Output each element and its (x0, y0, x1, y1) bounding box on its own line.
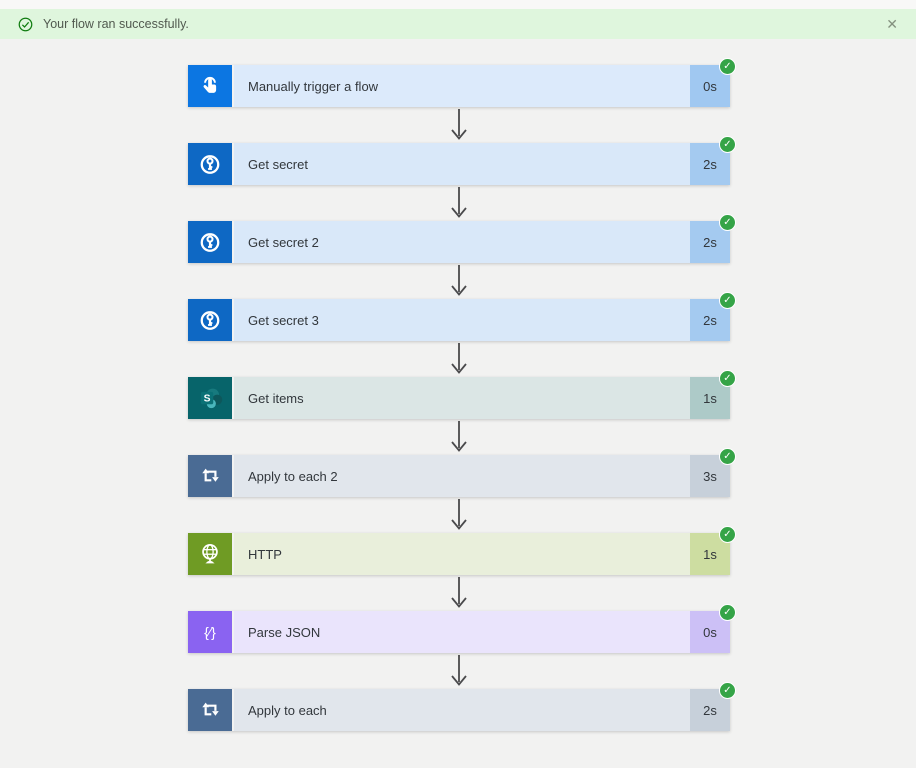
step-body: Apply to each (234, 689, 690, 731)
step-duration: 1s (690, 377, 730, 419)
close-icon[interactable]: ✕ (886, 16, 898, 32)
manual-trigger-icon (188, 65, 232, 107)
sharepoint-icon (188, 377, 232, 419)
flow-steps: Manually trigger a flow 0s ✓ Get secret … (188, 58, 736, 731)
key-vault-icon (188, 299, 232, 341)
status-succeeded-badge: ✓ (719, 370, 736, 387)
down-arrow-icon (447, 107, 471, 143)
step-duration: 2s (690, 221, 730, 263)
down-arrow-icon (447, 263, 471, 299)
connector-arrow (188, 497, 730, 533)
step-body: Get secret 2 (234, 221, 690, 263)
flow-step-card[interactable]: Get secret 2s ✓ (188, 136, 736, 185)
step-body: HTTP (234, 533, 690, 575)
apply-to-each-icon (188, 689, 232, 731)
status-succeeded-badge: ✓ (719, 58, 736, 75)
step-title: Get secret 2 (248, 234, 319, 250)
step-body: Get secret (234, 143, 690, 185)
key-vault-icon (188, 143, 232, 185)
apply-to-each-icon (188, 455, 232, 497)
down-arrow-icon (447, 341, 471, 377)
step-title: Parse JSON (248, 624, 321, 640)
flow-step-card[interactable]: Get secret 3 2s ✓ (188, 292, 736, 341)
step-body: Manually trigger a flow (234, 65, 690, 107)
top-strip (0, 0, 916, 9)
flow-step-card[interactable]: Parse JSON 0s ✓ (188, 604, 736, 653)
connector-arrow (188, 263, 730, 299)
down-arrow-icon (447, 497, 471, 533)
status-succeeded-badge: ✓ (719, 682, 736, 699)
step-title: Get secret (248, 156, 308, 172)
connector-arrow (188, 185, 730, 221)
step-body: Get items (234, 377, 690, 419)
step-body: Get secret 3 (234, 299, 690, 341)
connector-arrow (188, 653, 730, 689)
banner-message: Your flow ran successfully. (43, 17, 189, 31)
connector-arrow (188, 419, 730, 455)
status-succeeded-badge: ✓ (719, 136, 736, 153)
key-vault-icon (188, 221, 232, 263)
step-title: HTTP (248, 546, 282, 562)
flow-step-card[interactable]: Apply to each 2s ✓ (188, 682, 736, 731)
step-title: Get secret 3 (248, 312, 319, 328)
step-title: Get items (248, 390, 304, 406)
connector-arrow (188, 341, 730, 377)
connector-arrow (188, 575, 730, 611)
step-title: Manually trigger a flow (248, 78, 379, 94)
http-icon (188, 533, 232, 575)
status-succeeded-badge: ✓ (719, 604, 736, 621)
step-title: Apply to each (248, 702, 327, 718)
status-succeeded-badge: ✓ (719, 448, 736, 465)
down-arrow-icon (447, 653, 471, 689)
down-arrow-icon (447, 419, 471, 455)
flow-step-card[interactable]: HTTP 1s ✓ (188, 526, 736, 575)
step-body: Parse JSON (234, 611, 690, 653)
success-circle-check-icon (18, 17, 33, 32)
step-body: Apply to each 2 (234, 455, 690, 497)
parse-json-icon (188, 611, 232, 653)
success-banner: Your flow ran successfully. ✕ (0, 9, 916, 39)
flow-step-card[interactable]: Get items 1s ✓ (188, 370, 736, 419)
down-arrow-icon (447, 575, 471, 611)
status-succeeded-badge: ✓ (719, 526, 736, 543)
status-succeeded-badge: ✓ (719, 292, 736, 309)
connector-arrow (188, 107, 730, 143)
status-succeeded-badge: ✓ (719, 214, 736, 231)
down-arrow-icon (447, 185, 471, 221)
flow-step-card[interactable]: Get secret 2 2s ✓ (188, 214, 736, 263)
flow-step-card[interactable]: Apply to each 2 3s ✓ (188, 448, 736, 497)
flow-step-card[interactable]: Manually trigger a flow 0s ✓ (188, 58, 736, 107)
step-title: Apply to each 2 (248, 468, 338, 484)
